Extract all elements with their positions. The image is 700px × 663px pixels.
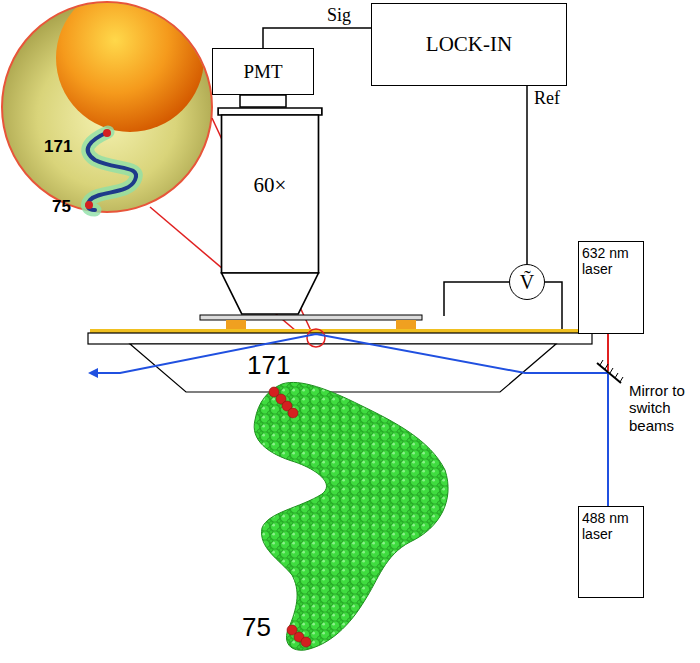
- residue-number: 171: [44, 137, 72, 157]
- laser-box: 488 nm laser: [578, 506, 644, 598]
- voltage-source: Ṽ: [509, 264, 545, 300]
- prism: [130, 344, 556, 392]
- residue-75-atoms: [287, 625, 311, 647]
- signal-wire: [263, 28, 371, 48]
- hatch: [610, 368, 613, 373]
- residue-number: 75: [242, 613, 271, 643]
- mirror: [597, 363, 621, 383]
- protein-surface: [88, 132, 137, 210]
- signal-label: Sig: [326, 5, 352, 26]
- blue-beam: [607, 374, 609, 506]
- hatch: [615, 373, 618, 378]
- mirror-label: Mirror to switch beams: [629, 382, 697, 434]
- signal-label: Ref: [533, 88, 561, 109]
- beam-arrowhead: [88, 368, 98, 378]
- laser-box: 632 nm laser: [578, 241, 644, 334]
- objective-outline: [217, 107, 323, 316]
- residue-number: 75: [52, 197, 71, 217]
- objective-collar: [218, 108, 322, 115]
- node-text: LOCK-IN: [426, 32, 512, 56]
- residue-mark: [85, 201, 93, 209]
- blue-beam: [96, 334, 608, 373]
- wire: [545, 282, 562, 329]
- hatch: [620, 377, 623, 382]
- objective-lens: 60×: [217, 107, 323, 316]
- objective-tip: [222, 273, 319, 314]
- wire: [444, 282, 509, 316]
- signal-wire: [526, 86, 528, 264]
- protein-model: [254, 382, 448, 650]
- hatch: [600, 360, 603, 365]
- node-text: 632 nm laser: [582, 245, 636, 277]
- hatch: [605, 364, 608, 369]
- node-text: 488 nm laser: [582, 510, 636, 542]
- spacer: [396, 320, 416, 329]
- focus-ring: [307, 329, 325, 347]
- residue-mark: [103, 129, 111, 137]
- protein-ribbon: [88, 132, 137, 210]
- lock-in-amplifier: LOCK-IN: [371, 3, 567, 86]
- coupler: [240, 95, 286, 107]
- residue-number: 171: [247, 351, 290, 381]
- top-electrode: [200, 315, 422, 320]
- spacer: [226, 320, 246, 329]
- pmt-box: PMT: [212, 48, 314, 95]
- node-text: Ṽ: [520, 271, 534, 294]
- gold-sphere: [56, 0, 204, 132]
- mirror-hatch: [600, 360, 623, 382]
- atom: [301, 637, 311, 647]
- node-text: PMT: [243, 61, 282, 83]
- gold-film: [90, 329, 590, 333]
- atom: [288, 408, 298, 418]
- node-text: 60×: [217, 173, 323, 197]
- residue-171-atoms: [269, 387, 298, 418]
